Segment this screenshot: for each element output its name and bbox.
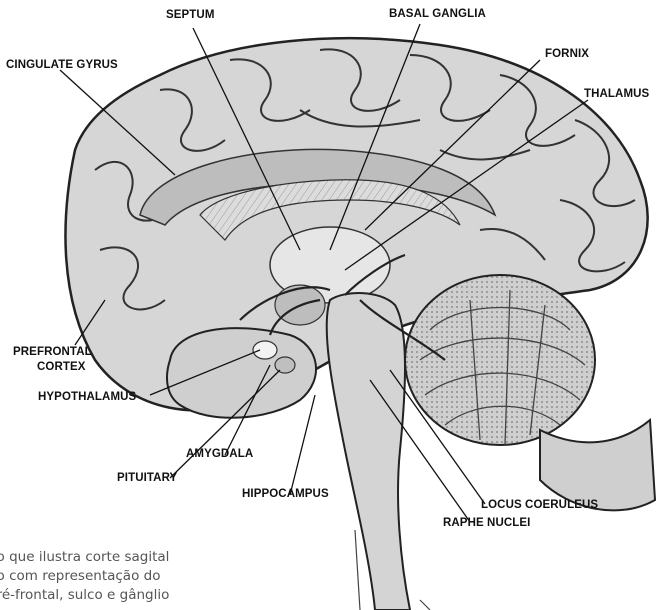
label-cingulate-gyrus: CINGULATE GYRUS [6,59,118,72]
cerebellum-lower [540,420,655,510]
caption-line-3: pré-frontal, sulco e gânglio [0,586,340,605]
label-locus-coeruleus: LOCUS COERULEUS [481,499,598,512]
label-thalamus: THALAMUS [584,88,649,101]
label-hippocampus: HIPPOCAMPUS [242,488,329,501]
label-septum: SEPTUM [166,9,215,22]
label-pituitary: PITUITARY [117,472,177,485]
label-cortex: CORTEX [37,361,86,374]
cerebellum [405,275,595,445]
figure-caption: ho que ilustra corte sagital no com repr… [0,548,340,610]
caption-line-1: ho que ilustra corte sagital [0,548,340,567]
label-fornix: FORNIX [545,48,589,61]
label-hypothalamus: HYPOTHALAMUS [38,391,136,404]
amygdala-shape [253,341,277,359]
label-amygdala: AMYGDALA [186,448,253,461]
caption-line-2: no com representação do [0,567,340,586]
label-basal-ganglia: BASAL GANGLIA [389,8,486,21]
pituitary-shape [275,357,295,373]
label-prefrontal: PREFRONTAL [13,346,92,359]
temporal-lobe [167,328,316,418]
label-raphe-nuclei: RAPHE NUCLEI [443,517,530,530]
